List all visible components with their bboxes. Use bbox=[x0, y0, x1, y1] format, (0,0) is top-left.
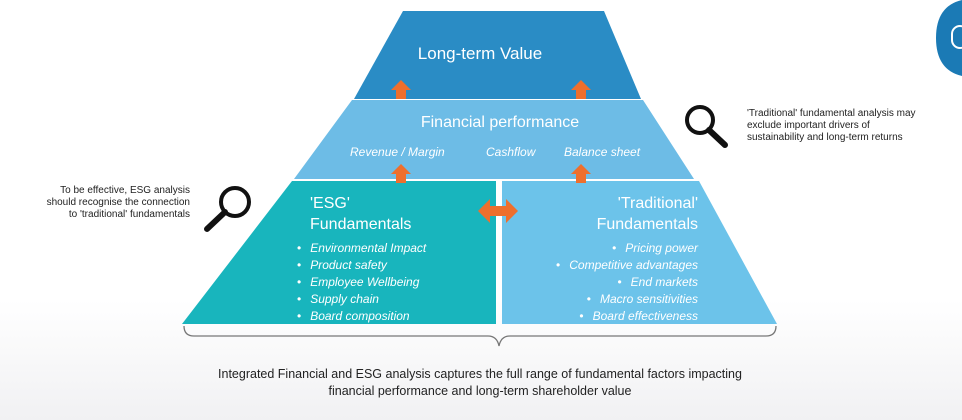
double-arrow-icon bbox=[478, 199, 518, 223]
caption-line: financial performance and long-term shar… bbox=[328, 384, 632, 398]
list-item: Supply chain bbox=[297, 291, 426, 308]
list-item: Board composition bbox=[297, 308, 426, 325]
right-note-line: exclude important drivers of bbox=[747, 120, 870, 131]
list-item: Employee Wellbeing bbox=[297, 274, 426, 291]
left-note: To be effective, ESG analysis should rec… bbox=[47, 185, 190, 221]
search-icon bbox=[204, 186, 251, 232]
esg-items-list: Environmental Impact Product safety Empl… bbox=[297, 240, 426, 325]
up-arrow-icon bbox=[571, 164, 591, 183]
right-note-line: 'Traditional' fundamental analysis may bbox=[747, 108, 916, 119]
up-arrow-icon bbox=[391, 80, 411, 99]
corner-badge bbox=[936, 0, 962, 76]
search-icon bbox=[685, 105, 728, 148]
top-tier-title: Long-term Value bbox=[417, 44, 543, 63]
up-arrow-icon bbox=[391, 164, 411, 183]
right-note-line: sustainability and long-term returns bbox=[747, 132, 903, 143]
list-item: Macro sensitivities bbox=[556, 291, 698, 308]
traditional-title-line1: 'Traditional' bbox=[617, 195, 698, 212]
middle-item: Balance sheet bbox=[564, 145, 641, 159]
list-item: End markets bbox=[556, 274, 698, 291]
pyramid-top-tier bbox=[354, 11, 641, 99]
traditional-items-list: Pricing power Competitive advantages End… bbox=[556, 240, 698, 325]
left-note-line: to 'traditional' fundamentals bbox=[68, 209, 190, 220]
esg-title-line1: 'ESG' bbox=[310, 195, 350, 212]
middle-item: Cashflow bbox=[486, 145, 536, 159]
up-arrow-icon bbox=[571, 80, 591, 99]
middle-tier-title: Financial performance bbox=[420, 114, 580, 131]
middle-item: Revenue / Margin bbox=[350, 145, 445, 159]
left-note-line: should recognise the connection bbox=[46, 197, 190, 208]
diagram-caption: Integrated Financial and ESG analysis ca… bbox=[150, 366, 810, 400]
esg-title-line2: Fundamentals bbox=[310, 216, 412, 233]
pyramid-middle-tier bbox=[294, 100, 694, 179]
list-item: Board effectiveness bbox=[556, 308, 698, 325]
left-note-line: To be effective, ESG analysis bbox=[60, 185, 190, 196]
list-item: Environmental Impact bbox=[297, 240, 426, 257]
right-note: 'Traditional' fundamental analysis may e… bbox=[747, 108, 916, 144]
list-item: Product safety bbox=[297, 257, 426, 274]
list-item: Competitive advantages bbox=[556, 257, 698, 274]
caption-line: Integrated Financial and ESG analysis ca… bbox=[218, 367, 742, 381]
bracket-brace bbox=[183, 325, 777, 347]
list-item: Pricing power bbox=[556, 240, 698, 257]
traditional-title-line2: Fundamentals bbox=[596, 216, 698, 233]
